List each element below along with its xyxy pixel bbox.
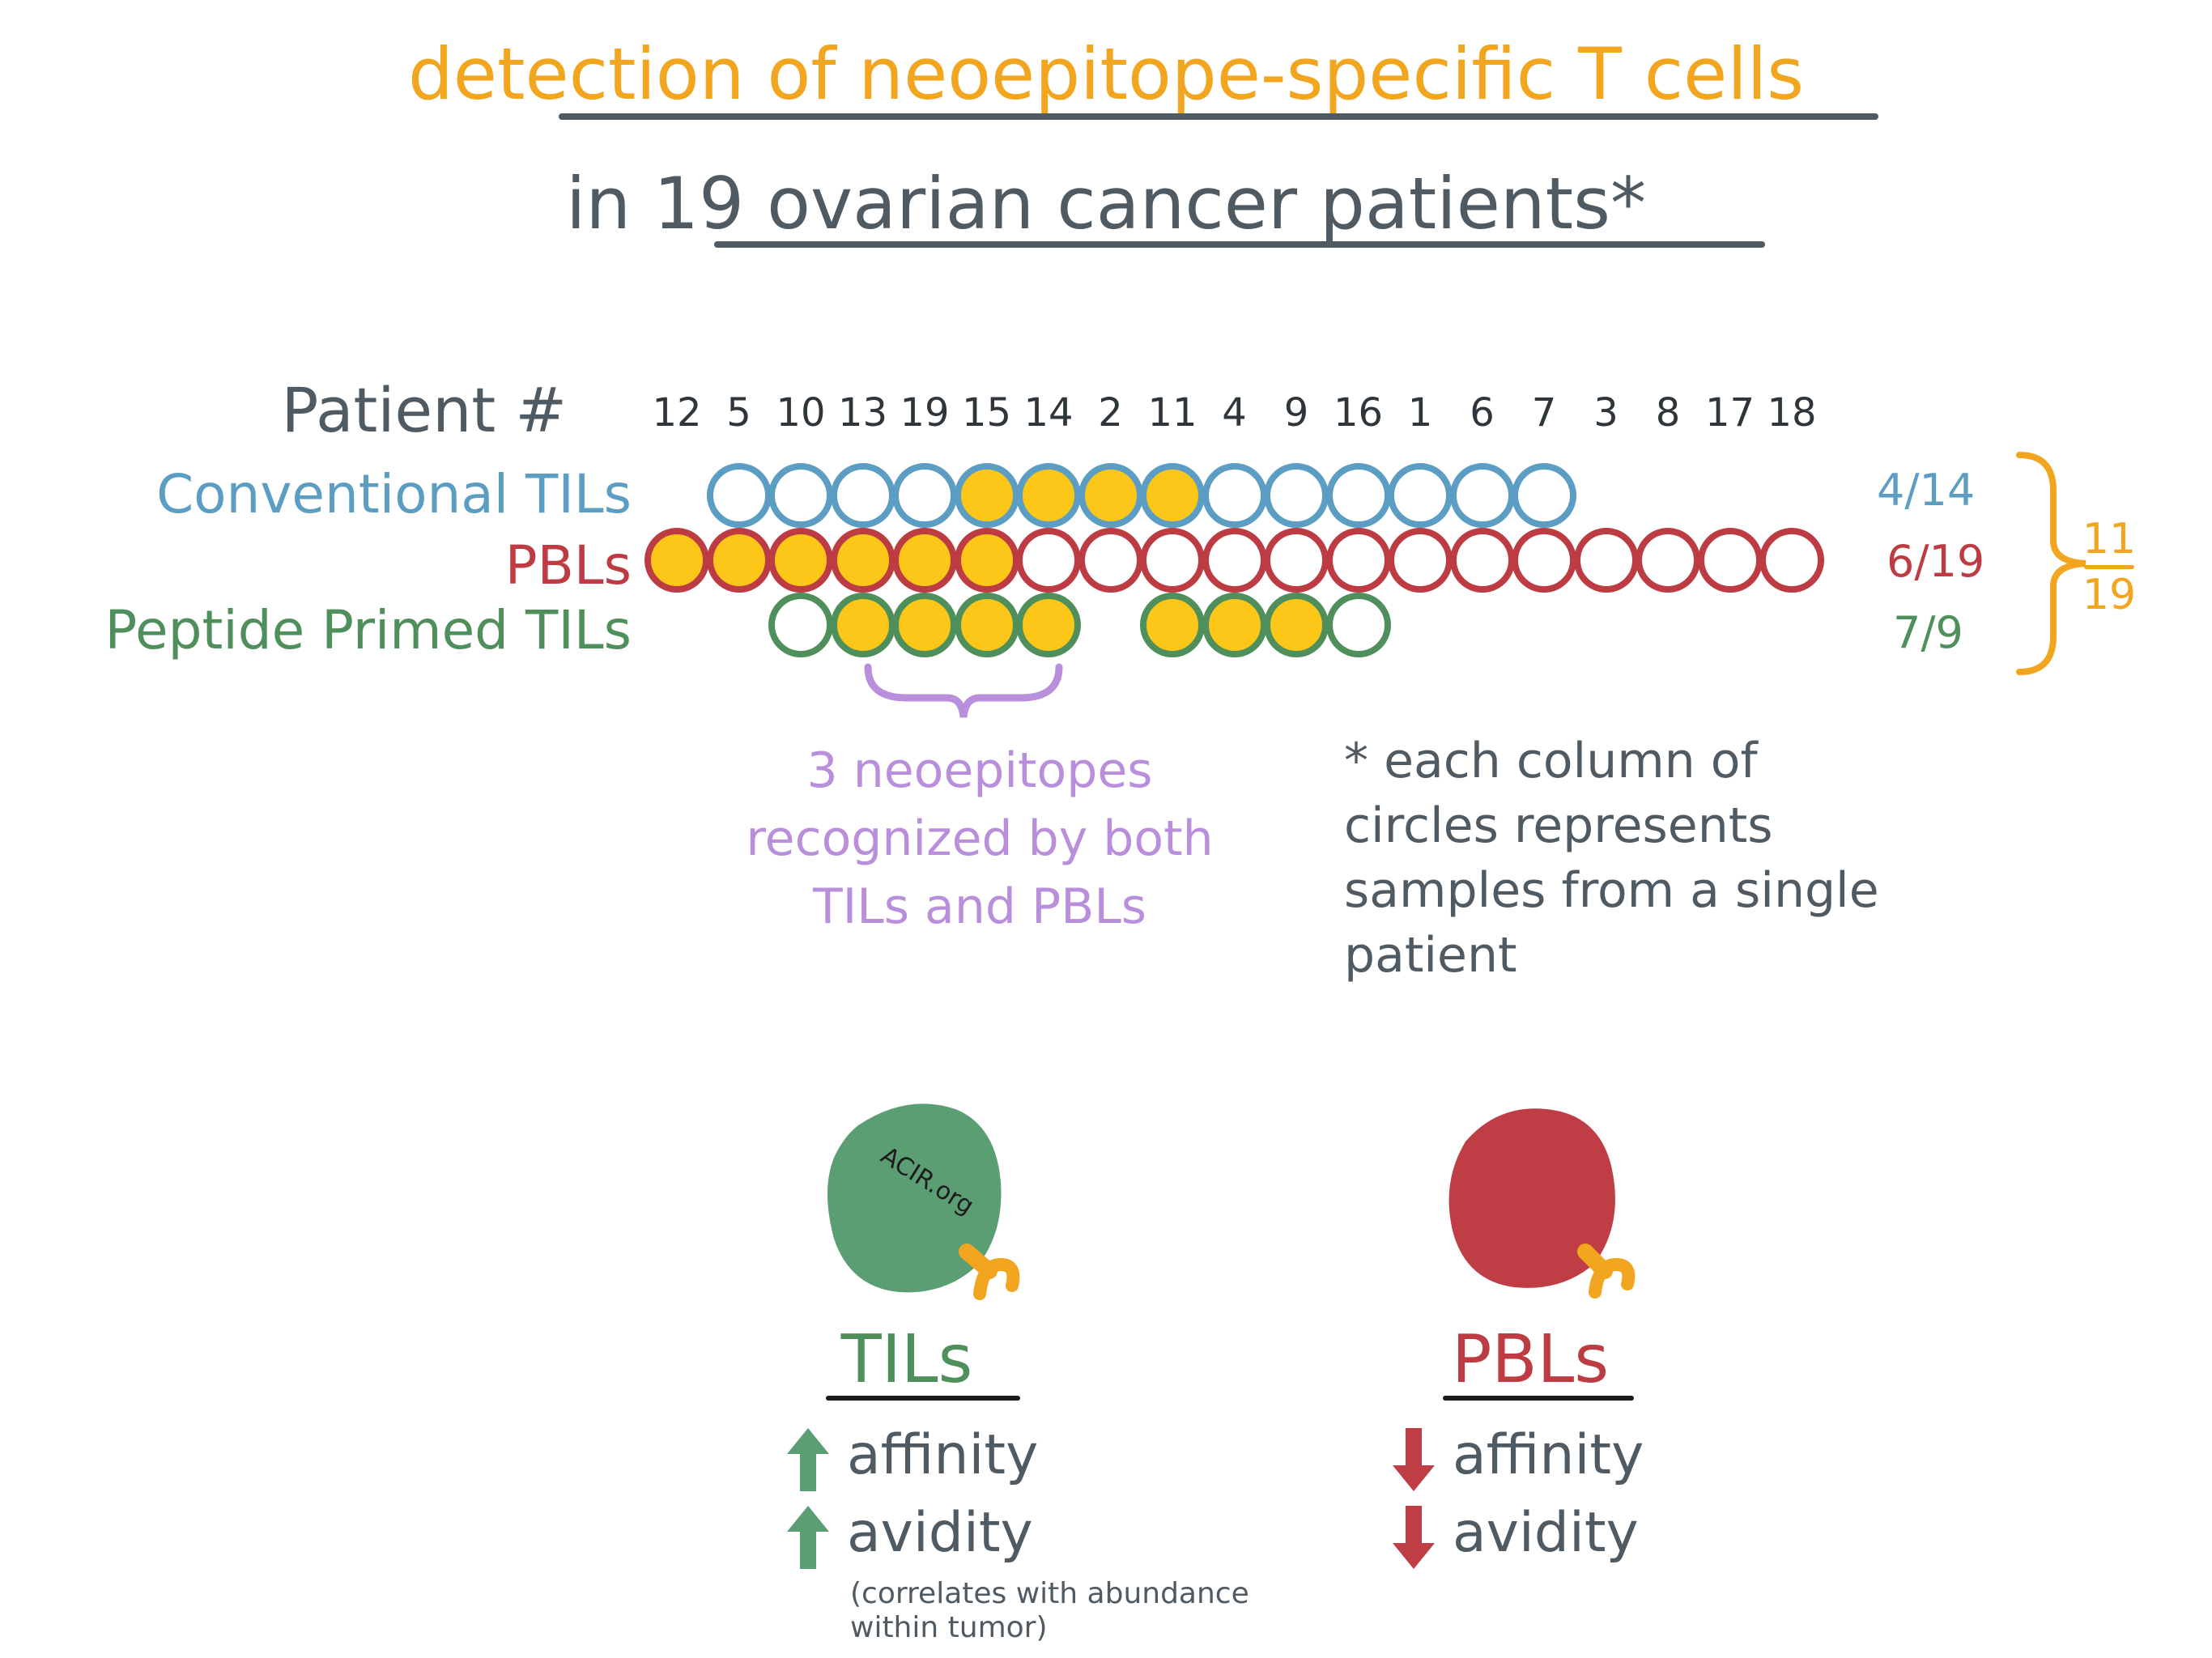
peptide-sample-circle — [768, 593, 833, 657]
patient-number: 15 — [961, 390, 1012, 436]
pbls-sample-circle — [706, 528, 772, 593]
peptide-primed-tils-label: Peptide Primed TILs — [104, 599, 632, 661]
patient-number: 16 — [1333, 390, 1384, 436]
pbls-avidity-down-arrow-icon — [1393, 1506, 1435, 1569]
pbls-sample-circle — [892, 528, 957, 593]
total-fraction: 11 19 — [2073, 515, 2146, 619]
peptide-sample-circle — [1016, 593, 1081, 657]
pbls-sample-circle — [1573, 528, 1639, 593]
pbls-avidity-text: avidity — [1453, 1501, 1639, 1565]
total-numerator: 11 — [2082, 515, 2137, 563]
total-bracket — [2016, 452, 2087, 675]
pbls-affinity-text: affinity — [1453, 1423, 1644, 1487]
pbl-cell-illustration — [1448, 1108, 1636, 1299]
patient-number: 9 — [1283, 390, 1309, 436]
patient-number: 3 — [1593, 390, 1619, 436]
conventional-sample-circle — [830, 463, 895, 528]
peptide-sample-circle — [830, 593, 895, 657]
pbl-cell-body — [1448, 1108, 1615, 1288]
patient-number: 4 — [1222, 390, 1247, 436]
pbls-fraction: 6/19 — [1887, 536, 1985, 587]
patient-number: 8 — [1655, 390, 1681, 436]
pbls-sample-circle — [1078, 528, 1143, 593]
pbls-label-underline — [1443, 1396, 1634, 1401]
pbls-sample-circle — [954, 528, 1019, 593]
patient-number: 10 — [776, 390, 826, 436]
pbls-sample-circle — [1325, 528, 1391, 593]
patient-number: 1 — [1407, 390, 1433, 436]
peptide-sample-circle — [1202, 593, 1267, 657]
footnote: * each column of circles represents samp… — [1344, 733, 1879, 984]
patient-number: 5 — [726, 390, 751, 436]
patient-number: 18 — [1767, 390, 1817, 436]
title-underline-1 — [559, 113, 1878, 120]
conventional-sample-circle — [1140, 463, 1205, 528]
total-denominator: 19 — [2082, 571, 2137, 619]
conventional-sample-circle — [1512, 463, 1576, 528]
tils-affinity-up-arrow-icon — [787, 1428, 829, 1491]
conventional-sample-circle — [1078, 463, 1143, 528]
pbls-sample-circle — [1016, 528, 1081, 593]
pbls-sample-circle — [1759, 528, 1824, 593]
patient-number: 11 — [1147, 390, 1197, 436]
conventional-sample-circle — [1325, 463, 1391, 528]
peptide-sample-circle — [1264, 593, 1329, 657]
conventional-sample-circle — [1016, 463, 1081, 528]
conventional-sample-circle — [706, 463, 772, 528]
peptide-sample-circle — [1140, 593, 1205, 657]
neoepitope-annotation: 3 neoepitopes recognized by both TILs an… — [746, 742, 1214, 935]
patient-number: 2 — [1098, 390, 1123, 436]
pbls-sample-circle — [1264, 528, 1329, 593]
pbls-cell-label: PBLs — [1451, 1321, 1610, 1398]
peptide-sample-circle — [954, 593, 1019, 657]
conventional-sample-circle — [1388, 463, 1453, 528]
pbls-sample-circle — [830, 528, 895, 593]
pbls-sample-circle — [1697, 528, 1763, 593]
patient-number: 17 — [1704, 390, 1755, 436]
conventional-sample-circle — [892, 463, 957, 528]
title-underline-2 — [714, 241, 1765, 248]
conventional-fraction: 4/14 — [1877, 465, 1976, 516]
tils-avidity-text: avidity — [847, 1501, 1033, 1565]
conventional-sample-circle — [768, 463, 833, 528]
tils-affinity-text: affinity — [847, 1423, 1039, 1487]
pbls-sample-circle — [644, 528, 709, 593]
purple-brace — [864, 663, 1063, 718]
conventional-tils-label: Conventional TILs — [156, 463, 632, 525]
conventional-sample-circle — [1449, 463, 1515, 528]
til-receptor-cup — [973, 1257, 1020, 1300]
pbls-sample-circle — [1449, 528, 1515, 593]
pbls-affinity-down-arrow-icon — [1393, 1428, 1435, 1491]
total-fraction-bar — [2084, 565, 2134, 569]
pbl-receptor-cup — [1589, 1257, 1636, 1299]
pbls-label: PBLs — [504, 534, 632, 597]
conventional-sample-circle — [1202, 463, 1267, 528]
patient-number-label: Patient # — [281, 374, 567, 446]
pbls-sample-circle — [1202, 528, 1267, 593]
pbls-sample-circle — [1636, 528, 1700, 593]
conventional-sample-circle — [1264, 463, 1329, 528]
patient-number: 7 — [1531, 390, 1557, 436]
pbls-sample-circle — [1388, 528, 1453, 593]
pbls-sample-circle — [768, 528, 833, 593]
tils-cell-label: TILs — [840, 1321, 973, 1398]
peptide-fraction: 7/9 — [1893, 607, 1963, 658]
tils-label-underline — [826, 1396, 1020, 1401]
title-line-2: in 19 ovarian cancer patients* — [565, 162, 1647, 245]
conventional-sample-circle — [954, 463, 1019, 528]
tils-avidity-up-arrow-icon — [787, 1506, 829, 1569]
patient-number: 19 — [900, 390, 950, 436]
peptide-sample-circle — [892, 593, 957, 657]
peptide-sample-circle — [1325, 593, 1391, 657]
patient-number: 13 — [837, 390, 888, 436]
pbls-sample-circle — [1140, 528, 1205, 593]
patient-number: 12 — [652, 390, 702, 436]
til-cell-body — [827, 1103, 1002, 1293]
patient-number: 14 — [1023, 390, 1074, 436]
til-cell-illustration — [827, 1103, 1020, 1300]
patient-number: 6 — [1470, 390, 1495, 436]
tils-avidity-note: (correlates with abundance within tumor) — [850, 1577, 1249, 1644]
title-line-1: detection of neoepitope-specific T cells — [407, 32, 1805, 116]
pbls-sample-circle — [1512, 528, 1576, 593]
